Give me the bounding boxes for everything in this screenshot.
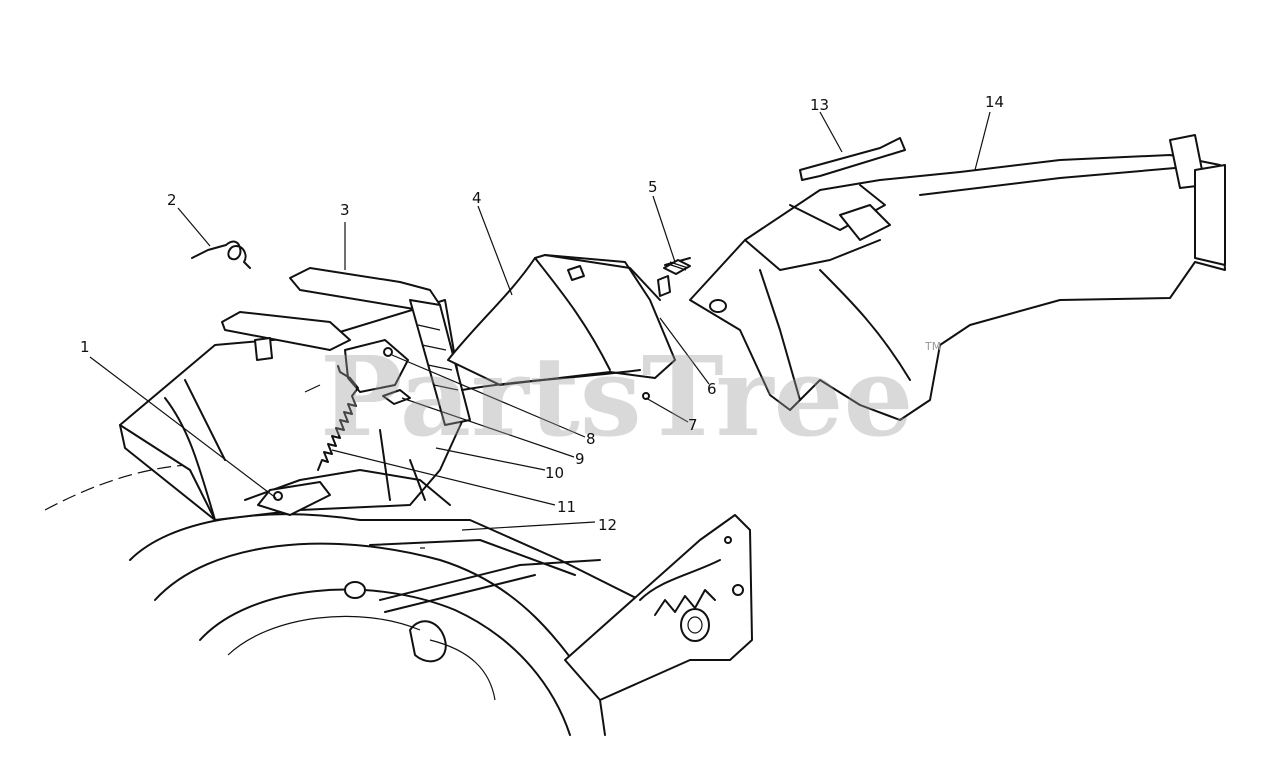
chute-door-assembly (119, 267, 471, 521)
callout-labels: 1 2 3 4 5 6 7 8 9 10 11 12 13 14 (80, 93, 1004, 534)
callout-8: 8 (586, 430, 596, 448)
callout-13: 13 (810, 96, 829, 114)
callout-4: 4 (472, 189, 482, 207)
callout-3: 3 (340, 201, 350, 219)
chute-cover (447, 254, 691, 391)
callout-10: 10 (545, 464, 564, 482)
leader-lines (89, 111, 991, 531)
watermark-trademark: TM (924, 340, 941, 353)
callout-1: 1 (80, 338, 90, 356)
watermark-text: PartsTree (320, 332, 914, 461)
callout-12: 12 (598, 516, 617, 534)
flap-plate (799, 137, 906, 181)
hardware (642, 259, 691, 400)
callout-11: 11 (557, 498, 576, 516)
discharge-chute (689, 134, 1226, 421)
mower-deck (44, 463, 753, 736)
watermark: PartsTree TM (320, 332, 941, 461)
callout-2: 2 (167, 191, 177, 209)
callout-9: 9 (575, 450, 585, 468)
callout-6: 6 (707, 380, 717, 398)
torsion-spring (191, 240, 251, 269)
callout-5: 5 (648, 178, 658, 196)
callout-7: 7 (688, 416, 698, 434)
callout-14: 14 (985, 93, 1004, 111)
